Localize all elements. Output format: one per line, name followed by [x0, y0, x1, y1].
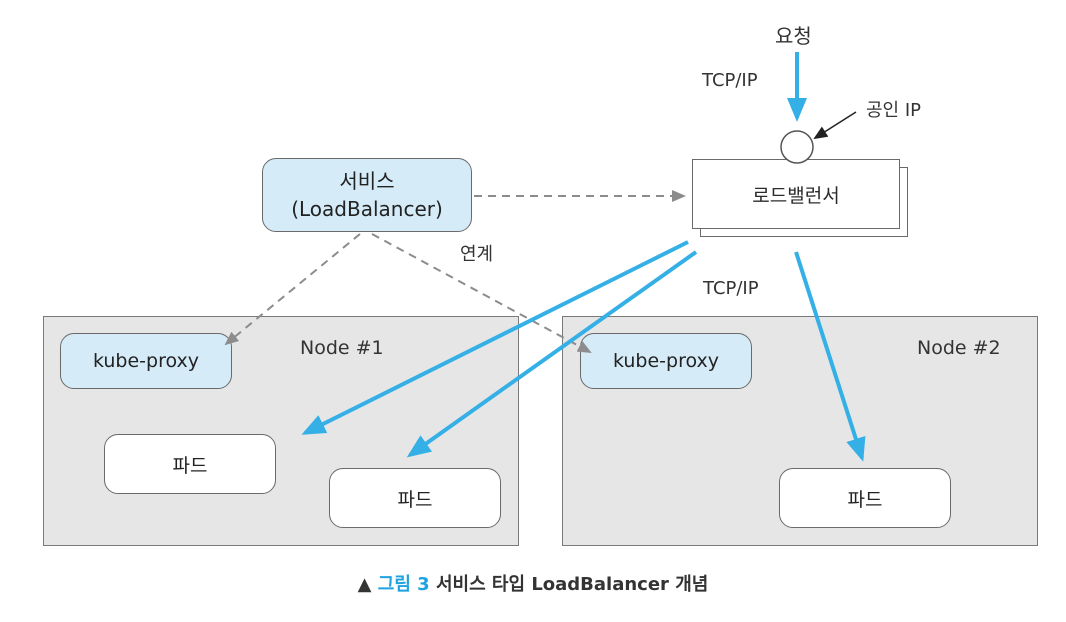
request-label: 요청 — [775, 24, 812, 48]
pod-node-1-b: 파드 — [329, 468, 501, 528]
lb-to-pod-node1-a-arrow — [301, 240, 689, 435]
service-title: 서비스 — [339, 169, 395, 193]
pod-node-1-a: 파드 — [104, 434, 276, 494]
caption-marker: ▲ — [357, 574, 372, 595]
link-label: 연계 — [460, 244, 494, 265]
public-ip-label: 공인 IP — [866, 100, 922, 121]
public-ip-pointer-arrow — [813, 111, 857, 140]
tcpip-label-top: TCP/IP — [702, 70, 758, 91]
node-2-label: Node #2 — [917, 337, 1001, 359]
public-ip-circle — [780, 130, 814, 164]
lb-to-pod-node1-b-arrow — [406, 250, 698, 458]
pod-node-2: 파드 — [779, 468, 951, 528]
service-to-proxy1-dashed-arrow — [224, 233, 361, 346]
node-1-label: Node #1 — [300, 337, 384, 359]
load-balancer-box: 로드밸런서 — [692, 159, 900, 229]
service-type: (LoadBalancer) — [291, 197, 443, 221]
caption-text: 서비스 타입 LoadBalancer 개념 — [435, 574, 709, 595]
service-to-proxy2-dashed-arrow — [371, 233, 592, 353]
tcpip-label-mid: TCP/IP — [703, 278, 759, 299]
caption-figure-number: 그림 3 — [377, 574, 430, 595]
kube-proxy-node-2: kube-proxy — [580, 333, 752, 389]
service-loadbalancer-box: 서비스 (LoadBalancer) — [262, 158, 472, 232]
figure-caption: ▲ 그림 3 서비스 타입 LoadBalancer 개념 — [0, 570, 1066, 596]
lb-to-pod-node2-arrow — [794, 251, 866, 462]
kube-proxy-node-1: kube-proxy — [60, 333, 232, 389]
